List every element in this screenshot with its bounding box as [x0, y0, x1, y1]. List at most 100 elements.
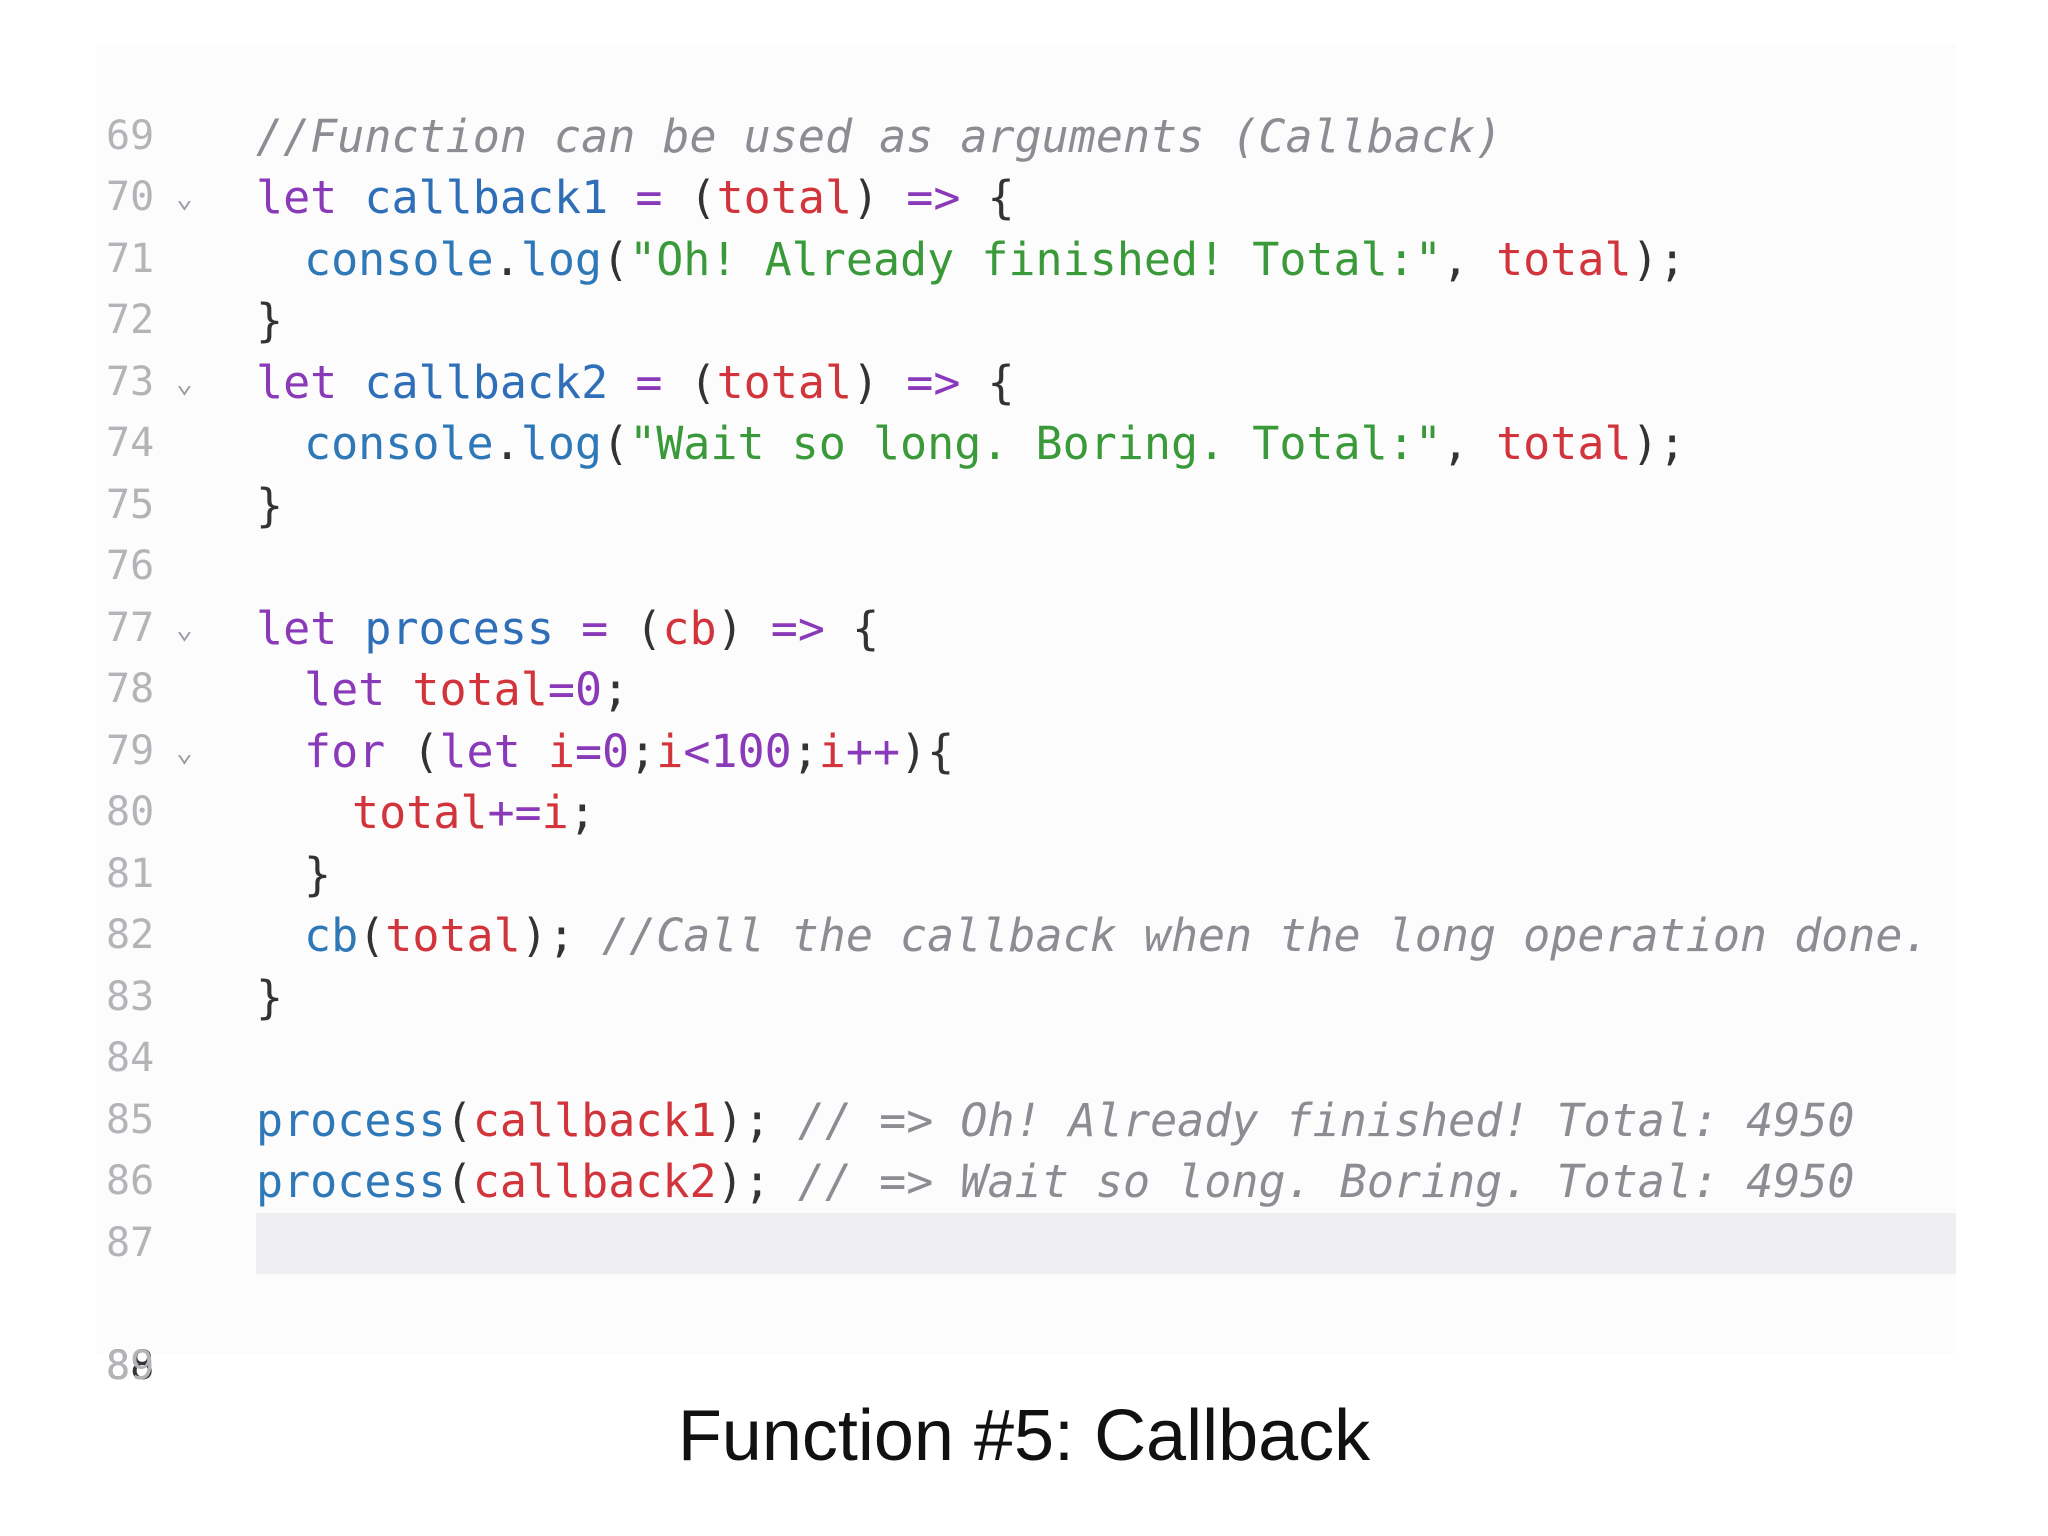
variable: i — [541, 786, 569, 839]
punctuation: } — [256, 478, 284, 532]
code-editor[interactable]: 69 70 //Function can be used as argument… — [96, 44, 1956, 1389]
punctuation: ); — [716, 1093, 771, 1147]
active-code-line[interactable]: 88 — [96, 1212, 1956, 1389]
fold-chevron-icon[interactable]: ⌄ — [176, 365, 193, 399]
variable: i — [818, 724, 846, 778]
argument: total — [385, 909, 521, 962]
line-number: 69 — [106, 112, 155, 159]
keyword: for — [304, 724, 386, 778]
code-line: 87 process(callback2); // => Wait so lon… — [96, 1151, 1956, 1266]
code-comment: // => Oh! Already finished! Total: 4950 — [797, 1093, 1855, 1147]
code-text: let callback1 = (total) => { — [256, 167, 1015, 229]
identifier: console — [304, 232, 494, 286]
line-number: 79 — [106, 727, 155, 774]
keyword: let — [256, 171, 338, 224]
operator: = — [635, 171, 663, 224]
identifier: callback1 — [364, 171, 609, 224]
code-text: let callback2 = (total) => { — [256, 352, 1015, 414]
code-line: 85 — [96, 1028, 1956, 1143]
code-text: process(callback2); // => Wait so long. … — [256, 1151, 1854, 1213]
code-line: 70 //Function can be used as arguments (… — [96, 106, 1956, 221]
fold-chevron-icon[interactable]: ⌄ — [176, 734, 193, 768]
punctuation: ( — [635, 601, 663, 655]
punctuation: ) — [716, 601, 744, 655]
active-line-highlight — [256, 1212, 1956, 1274]
punctuation: . — [493, 417, 521, 470]
line-number: 77 — [106, 604, 155, 651]
line-number: 73 — [106, 358, 155, 405]
variable: i — [656, 724, 684, 778]
operator: ++ — [845, 724, 901, 778]
code-line: 72 console.log("Oh! Already finished! To… — [96, 229, 1956, 344]
number-literal: 0 — [602, 724, 630, 778]
punctuation: } — [256, 970, 284, 1024]
argument: callback2 — [472, 1155, 717, 1208]
fold-chevron-icon[interactable]: ⌄ — [176, 181, 193, 214]
line-number: 89 — [106, 1342, 155, 1389]
line-number: 84 — [106, 1035, 155, 1081]
keyword: let — [256, 355, 338, 409]
line-number: 81 — [106, 850, 155, 897]
line-number: 83 — [106, 973, 155, 1020]
code-text: let total=0; — [256, 659, 629, 721]
argument: total — [1496, 417, 1632, 470]
code-comment: //Call the callback when the long operat… — [602, 909, 1930, 962]
code-line: 77 — [96, 536, 1956, 651]
code-text: } — [256, 475, 283, 537]
arrow-operator: => — [906, 171, 961, 224]
code-line: 75 console.log("Wait so long. Boring. To… — [96, 413, 1956, 528]
argument: callback1 — [472, 1093, 717, 1147]
punctuation: { — [987, 171, 1015, 224]
code-comment: // => Wait so long. Boring. Total: 4950 — [797, 1155, 1855, 1208]
punctuation: { — [852, 601, 880, 655]
code-comment: //Function can be used as arguments (Cal… — [256, 109, 1503, 163]
punctuation: ); — [1631, 232, 1686, 286]
punctuation: ; — [602, 663, 630, 716]
number-literal: 100 — [710, 724, 792, 778]
argument: total — [1496, 232, 1632, 286]
code-line: 86 process(callback1); // => Oh! Already… — [96, 1090, 1956, 1205]
code-line: 89 — [96, 1274, 1956, 1389]
code-line: 82 } — [96, 844, 1956, 959]
line-number: 76 — [106, 543, 155, 589]
punctuation: ; — [629, 724, 657, 778]
code-line: 84 } — [96, 967, 1956, 1082]
punctuation: ( — [602, 232, 630, 286]
punctuation: ( — [445, 1155, 473, 1208]
fold-chevron-icon[interactable]: ⌄ — [176, 611, 193, 645]
keyword: let — [256, 601, 338, 655]
code-line: 83 cb(total); //Call the callback when t… — [96, 905, 1956, 1020]
keyword: let — [439, 724, 521, 778]
code-text: } — [256, 290, 283, 352]
line-number: 72 — [106, 297, 155, 343]
parameter: total — [716, 355, 853, 409]
line-number: 82 — [106, 912, 155, 958]
line-number: 85 — [106, 1096, 155, 1143]
line-number: 70 — [106, 174, 155, 220]
operator: += — [487, 786, 542, 839]
operator: = — [547, 663, 575, 716]
function-call: cb — [304, 909, 359, 962]
code-text: console.log("Wait so long. Boring. Total… — [256, 413, 1686, 475]
method-name: log — [520, 232, 603, 286]
code-line: 71 ⌄ let callback1 = (total) => { — [96, 167, 1956, 282]
line-number: 86 — [106, 1158, 155, 1204]
punctuation: } — [256, 294, 284, 347]
operator: = — [581, 601, 609, 655]
code-text: let process = (cb) => { — [256, 598, 879, 660]
code-line: 80 ⌄ for (let i=0;i<100;i++){ — [96, 721, 1956, 836]
code-text: total+=i; — [256, 782, 596, 844]
punctuation: ){ — [900, 724, 955, 778]
operator: = — [574, 724, 603, 778]
punctuation: , — [1441, 232, 1469, 286]
code-line: 69 — [96, 44, 1956, 159]
code-text: } — [256, 844, 331, 906]
punctuation: { — [987, 355, 1015, 409]
variable: i — [547, 724, 575, 778]
punctuation: ( — [358, 909, 386, 962]
parameter: cb — [662, 601, 717, 655]
code-line: 81 total+=i; — [96, 782, 1956, 897]
punctuation: ; — [568, 786, 596, 839]
punctuation: ( — [689, 355, 717, 409]
